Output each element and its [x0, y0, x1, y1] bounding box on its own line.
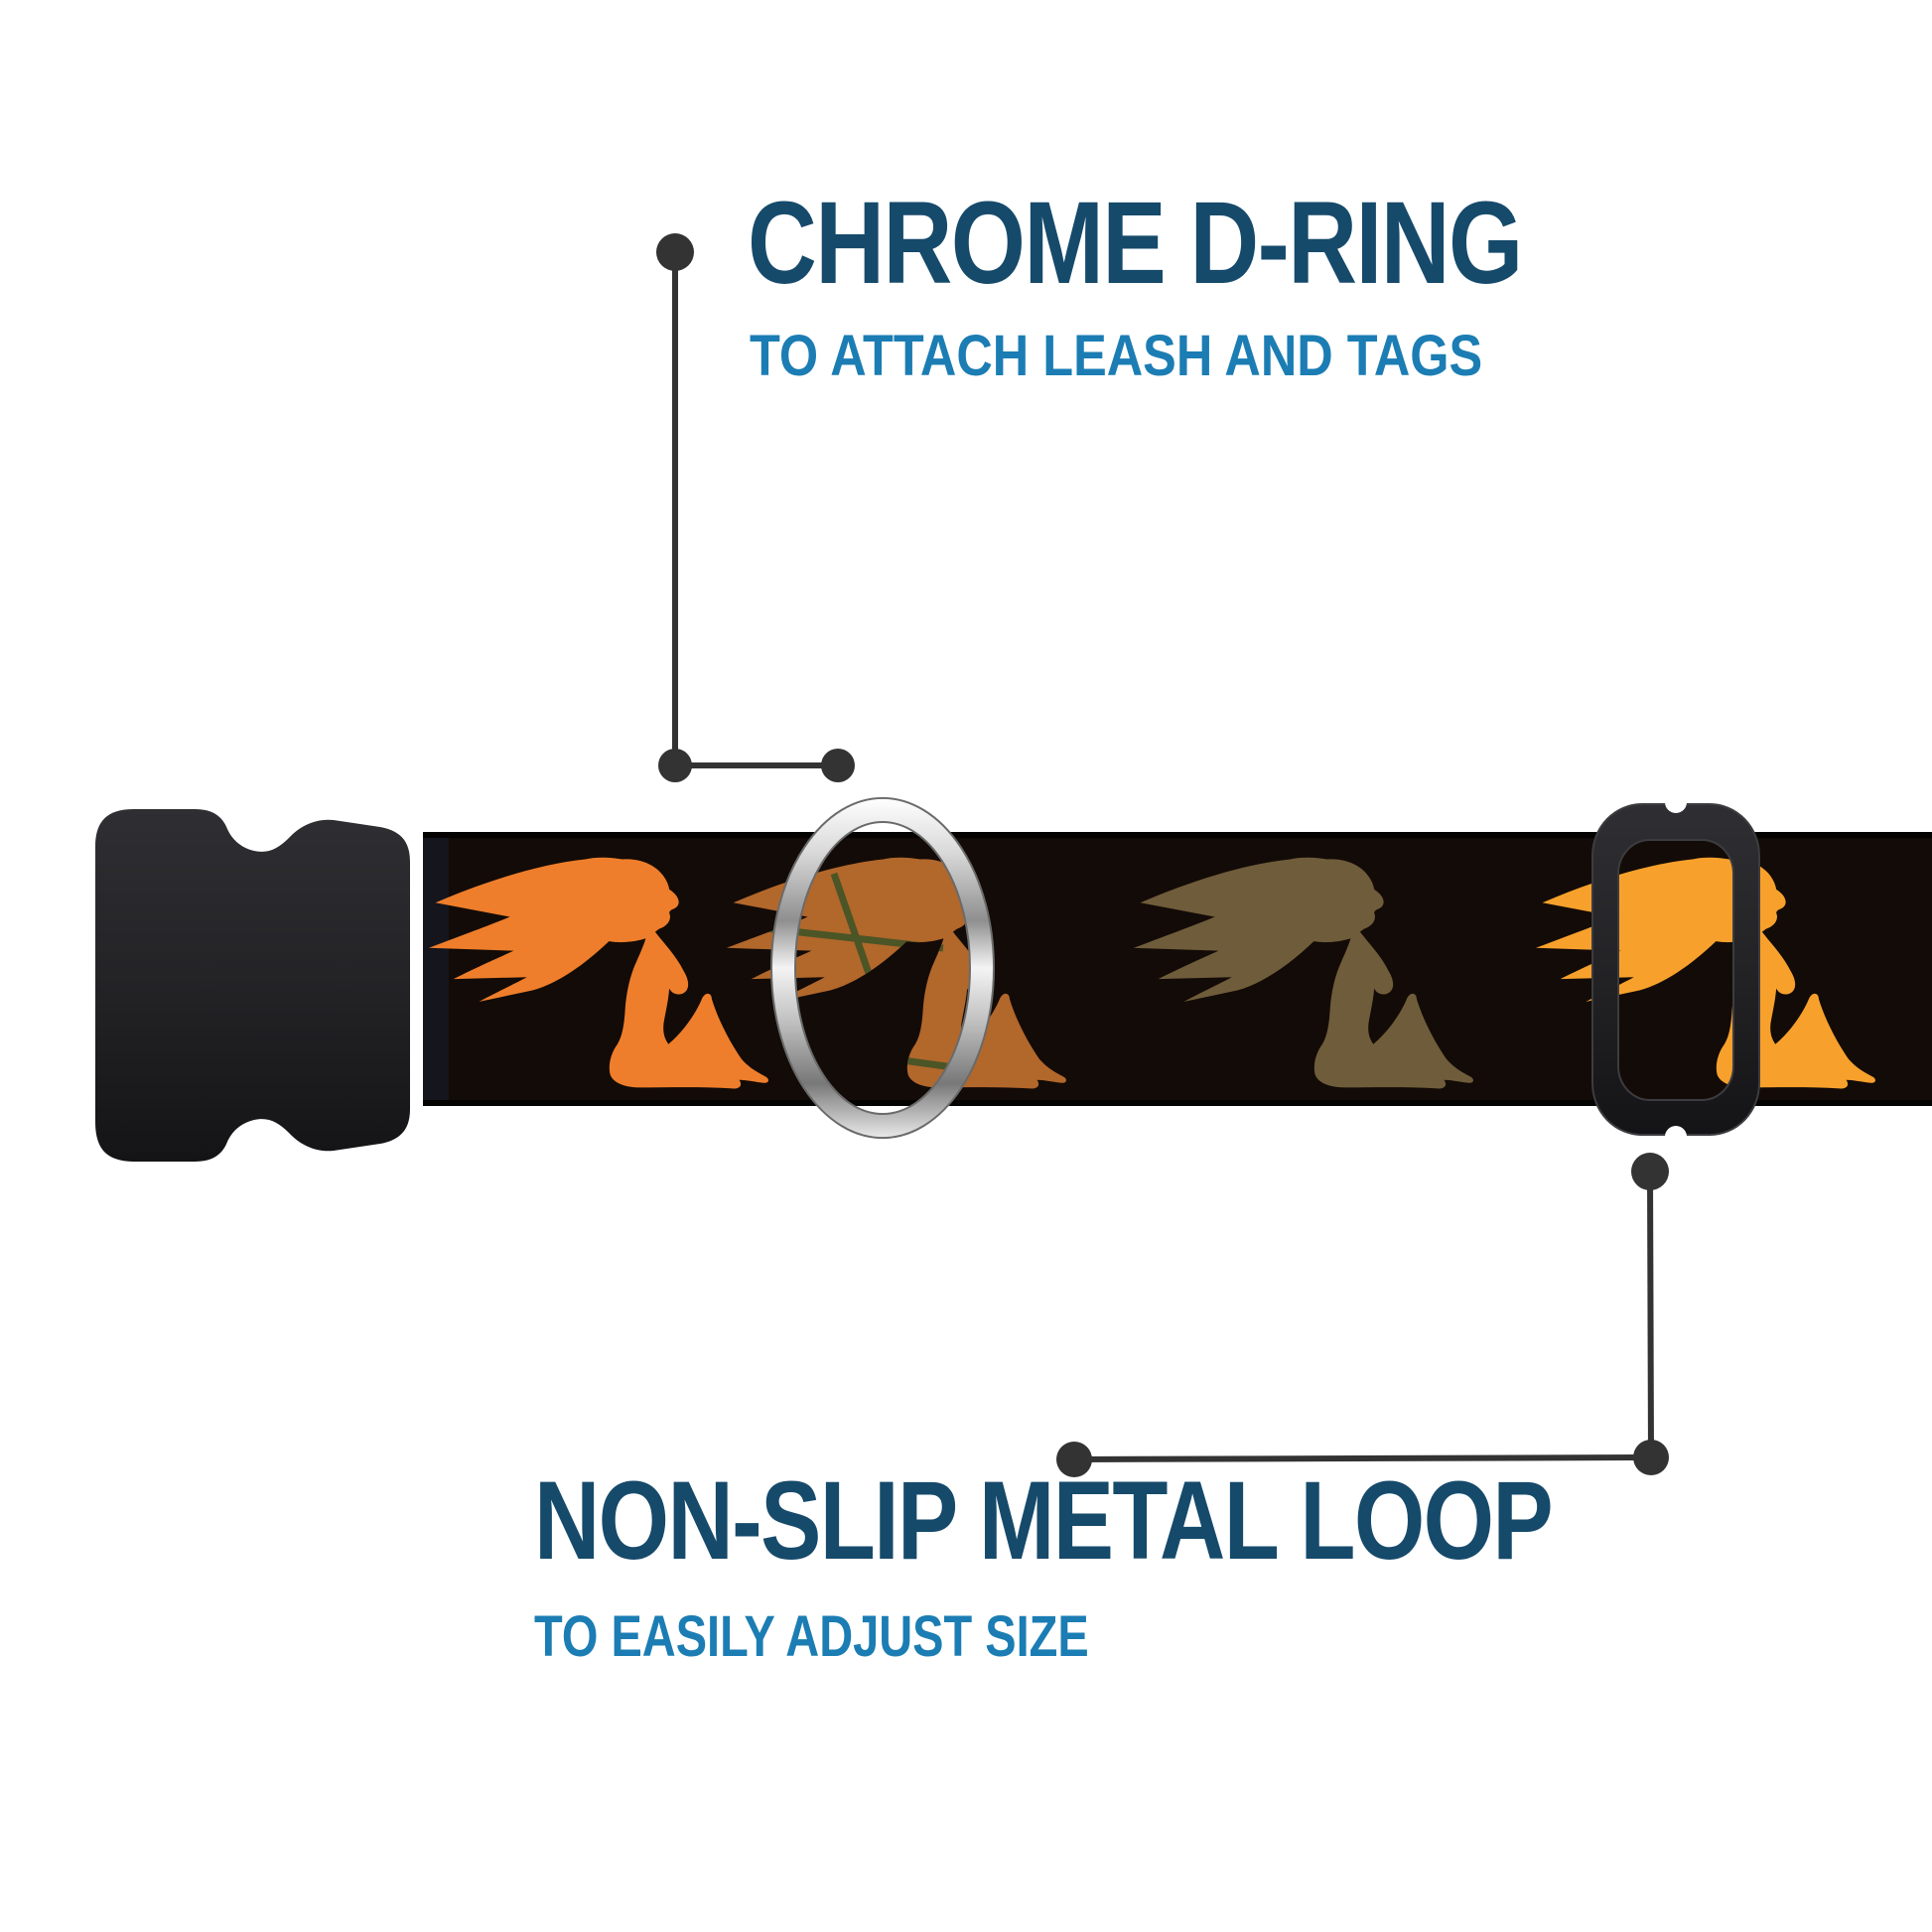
slider-top-pinch	[1665, 791, 1687, 813]
top-callout-dots	[656, 233, 855, 782]
webbing-bottom-edge	[423, 1100, 1932, 1106]
top-callout-leader	[672, 252, 838, 768]
top-callout-title: CHROME D-RING	[748, 178, 1523, 309]
tri-glide-slider	[1591, 791, 1760, 1148]
bottom-callout-dot-corner	[1633, 1440, 1669, 1475]
bottom-callout-vertical-line	[1647, 1171, 1654, 1458]
side-release-buckle	[95, 809, 410, 1162]
slider-frame	[1591, 803, 1760, 1136]
chrome-d-ring	[769, 797, 996, 1139]
slider-bottom-pinch	[1665, 1126, 1687, 1148]
bottom-callout-horizontal-line	[1073, 1454, 1652, 1462]
bottom-callout-subtitle: TO EASILY ADJUST SIZE	[534, 1604, 1089, 1669]
bottom-callout-title: NON-SLIP METAL LOOP	[534, 1458, 1554, 1583]
top-callout-dot-text-end	[656, 233, 694, 271]
webbing-top-edge	[423, 832, 1932, 838]
top-callout-dot-corner	[658, 749, 692, 782]
top-callout-subtitle: TO ATTACH LEASH AND TAGS	[750, 324, 1483, 388]
bottom-callout-dot-text-end	[1056, 1442, 1092, 1477]
top-callout-dot-dring-end	[821, 749, 855, 782]
bottom-callout-dot-slider-end	[1631, 1153, 1669, 1190]
webbing-fold	[423, 838, 449, 1100]
bottom-callout-dots	[1056, 1153, 1669, 1477]
bottom-callout-leader	[1073, 1171, 1654, 1462]
